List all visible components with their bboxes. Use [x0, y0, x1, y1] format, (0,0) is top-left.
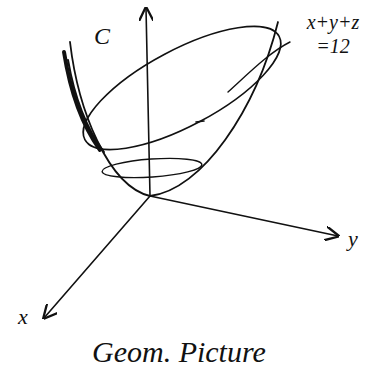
- curve-c: [67, 3, 297, 173]
- curve-label: C: [94, 22, 110, 51]
- z-axis: [146, 8, 150, 196]
- y-axis: [150, 196, 338, 236]
- plane-mark: [196, 121, 204, 122]
- plane-label: x+y+z =12: [296, 10, 370, 58]
- caption-text: Geom. Picture: [92, 334, 266, 370]
- paraboloid-right: [150, 22, 278, 196]
- leader-line: [228, 42, 290, 92]
- paraboloid-shading: [68, 60, 104, 152]
- axis-label: y: [348, 226, 358, 252]
- axis-label: x: [18, 304, 28, 330]
- level-curve: [101, 156, 202, 181]
- x-axis: [44, 196, 150, 318]
